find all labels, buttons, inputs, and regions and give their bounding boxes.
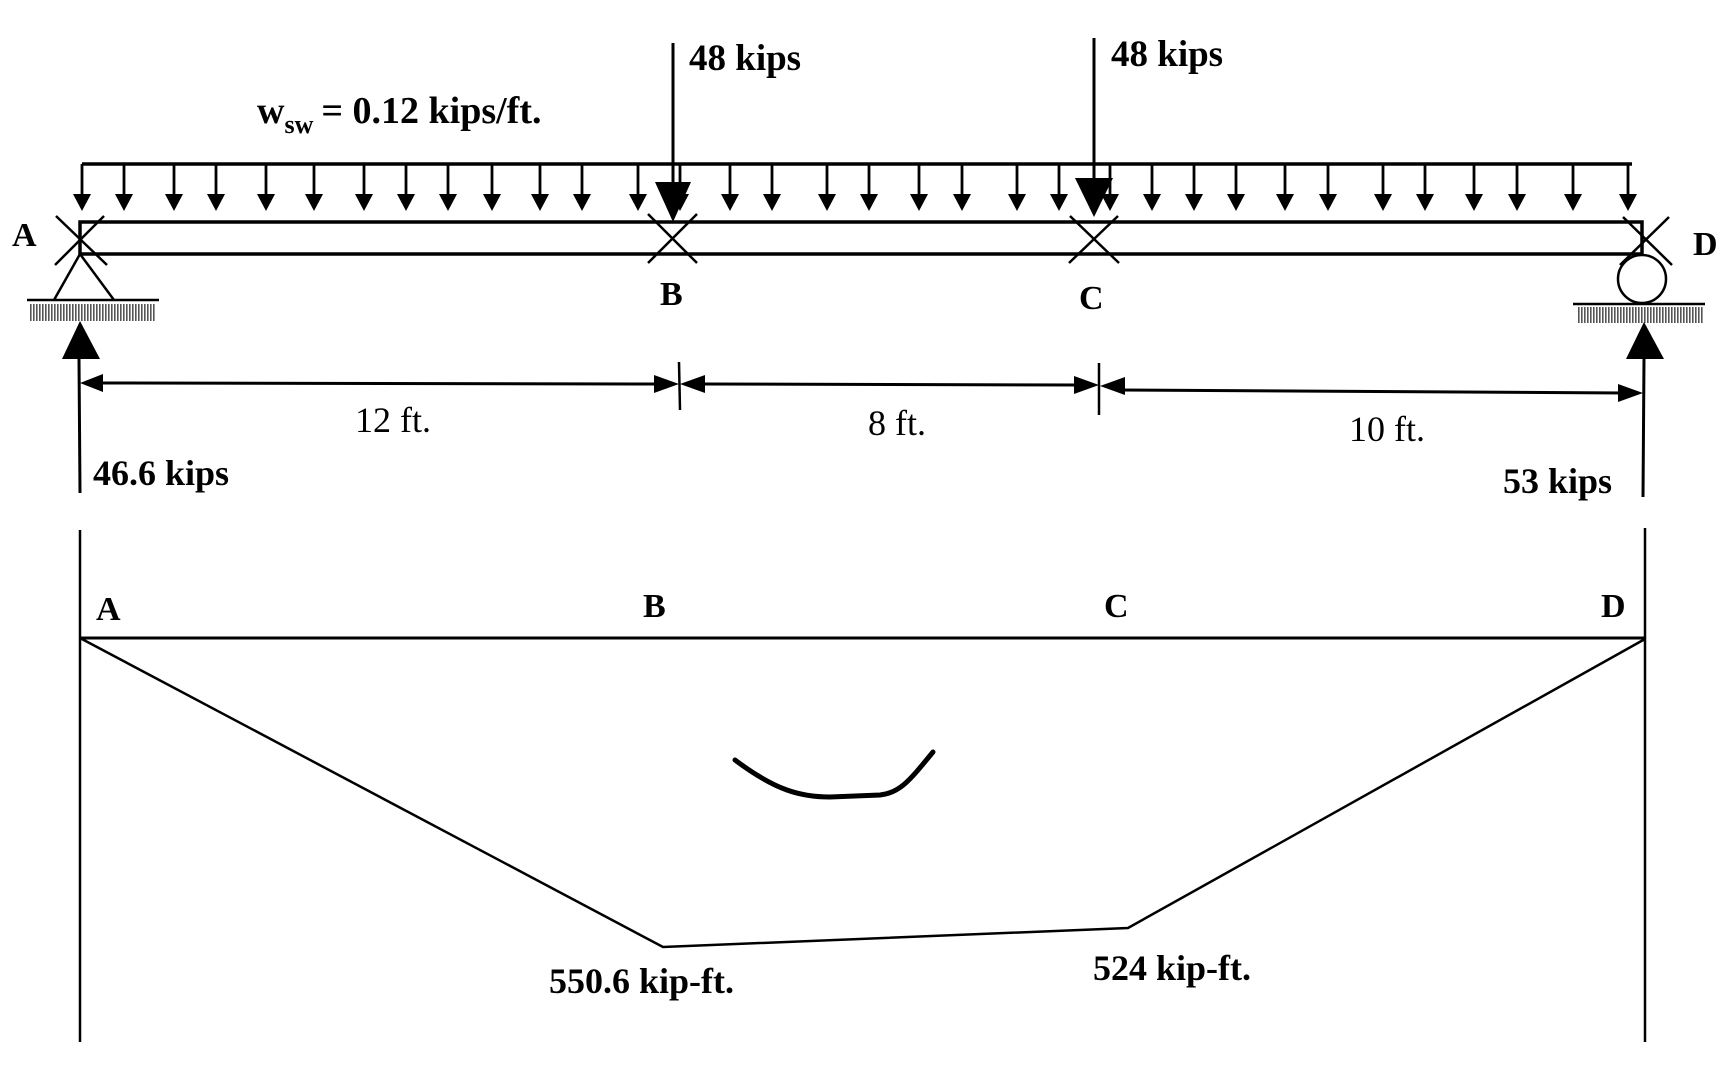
moment-point-label-a: A — [96, 591, 121, 628]
distributed-load-arrow-icon — [115, 164, 133, 211]
positive-moment-sign-icon — [732, 749, 936, 800]
distributed-load-arrow-icon — [165, 164, 183, 211]
distributed-load-arrow-icon — [763, 164, 781, 211]
point-label-b: B — [660, 276, 683, 313]
span-ab-label: 12 ft. — [355, 400, 431, 440]
span-cd-label: 10 ft. — [1349, 409, 1425, 449]
distributed-load-arrow-icon — [531, 164, 549, 211]
distributed-load-arrow-icon — [1143, 164, 1161, 211]
pin-support-a-icon — [27, 251, 159, 321]
loading-diagram: wsw= 0.12 kips/ft. 48 kips 48 kips A B — [12, 34, 1718, 501]
distributed-load-arrow-icon — [397, 164, 415, 211]
distributed-load-arrow-icon — [1227, 164, 1245, 211]
marker-c-icon — [1068, 215, 1120, 264]
distributed-load-label: wsw= 0.12 kips/ft. — [257, 90, 542, 139]
distributed-load-arrow-icon — [1465, 164, 1483, 211]
distributed-load-arrow-icon — [818, 164, 836, 211]
point-label-a: A — [12, 217, 37, 254]
point-load-c-label: 48 kips — [1111, 34, 1223, 75]
dim-arrowhead-icon — [80, 374, 103, 392]
distributed-load-arrow-icon — [1374, 164, 1392, 211]
distributed-load-arrow-icon — [483, 164, 501, 211]
beam — [78, 220, 1644, 256]
reaction-d-label: 53 kips — [1503, 461, 1612, 501]
span-bc-label: 8 ft. — [868, 403, 926, 443]
point-label-d: D — [1693, 226, 1718, 263]
marker-b-icon — [647, 213, 698, 264]
marker-a-icon — [54, 215, 108, 266]
point-load-c-arrow-icon — [1075, 38, 1113, 217]
point-load-b-arrow-icon — [655, 43, 691, 222]
distributed-load-arrow-icon — [910, 164, 928, 211]
distributed-load-arrow-icon — [439, 164, 457, 211]
roller-support-d-icon — [1573, 253, 1705, 323]
distributed-load-arrow-icon — [629, 164, 647, 211]
reaction-a-arrow-icon — [62, 321, 100, 494]
dim-tick-b — [677, 361, 682, 411]
point-label-c: C — [1079, 280, 1104, 317]
distributed-load-arrow-icon — [355, 164, 373, 211]
moment-point-label-c: C — [1104, 588, 1129, 625]
distributed-load-arrow-icon — [1416, 164, 1434, 211]
distributed-load-arrow-icon — [1185, 164, 1203, 211]
distributed-load-arrow-icon — [573, 164, 591, 211]
dim-arrowhead-icon — [1074, 376, 1099, 394]
distributed-load-arrow-icon — [305, 164, 323, 211]
dim-arrowhead-icon — [1100, 377, 1125, 395]
section-markers — [54, 213, 1673, 266]
moment-diagram: A B C D 550.6 kip-ft. 524 kip-ft. — [78, 528, 1647, 1042]
marker-d-icon — [1619, 216, 1673, 266]
moment-b-value-label: 550.6 kip-ft. — [549, 961, 734, 1001]
distributed-load-arrow-icon — [207, 164, 225, 211]
distributed-load-arrows — [73, 164, 1637, 211]
distributed-load-arrow-icon — [1564, 164, 1582, 211]
moment-curve — [79, 636, 1646, 949]
moment-point-label-d: D — [1601, 588, 1626, 625]
dim-arrowhead-icon — [680, 375, 705, 393]
distributed-load-arrow-icon — [1508, 164, 1526, 211]
distributed-load-arrow-icon — [860, 164, 878, 211]
dim-arrowhead-icon — [654, 375, 679, 393]
distributed-load-arrow-icon — [73, 164, 91, 211]
dimension-lines — [80, 361, 1643, 415]
reaction-d-arrow-icon — [1626, 322, 1664, 498]
point-load-b-label: 48 kips — [689, 38, 801, 79]
distributed-load-arrow-icon — [1319, 164, 1337, 211]
distributed-load-arrow-icon — [1050, 164, 1068, 211]
distributed-load-arrow-icon — [1619, 164, 1637, 211]
distributed-load-arrow-icon — [953, 164, 971, 211]
distributed-load-arrow-icon — [1008, 164, 1026, 211]
distributed-load-arrow-icon — [721, 164, 739, 211]
moment-point-label-b: B — [643, 588, 666, 625]
dim-arrowhead-icon — [1618, 384, 1643, 402]
distributed-load-arrow-icon — [1276, 164, 1294, 211]
reaction-a-label: 46.6 kips — [93, 453, 229, 493]
distributed-load-arrow-icon — [257, 164, 275, 211]
moment-c-value-label: 524 kip-ft. — [1093, 948, 1251, 988]
